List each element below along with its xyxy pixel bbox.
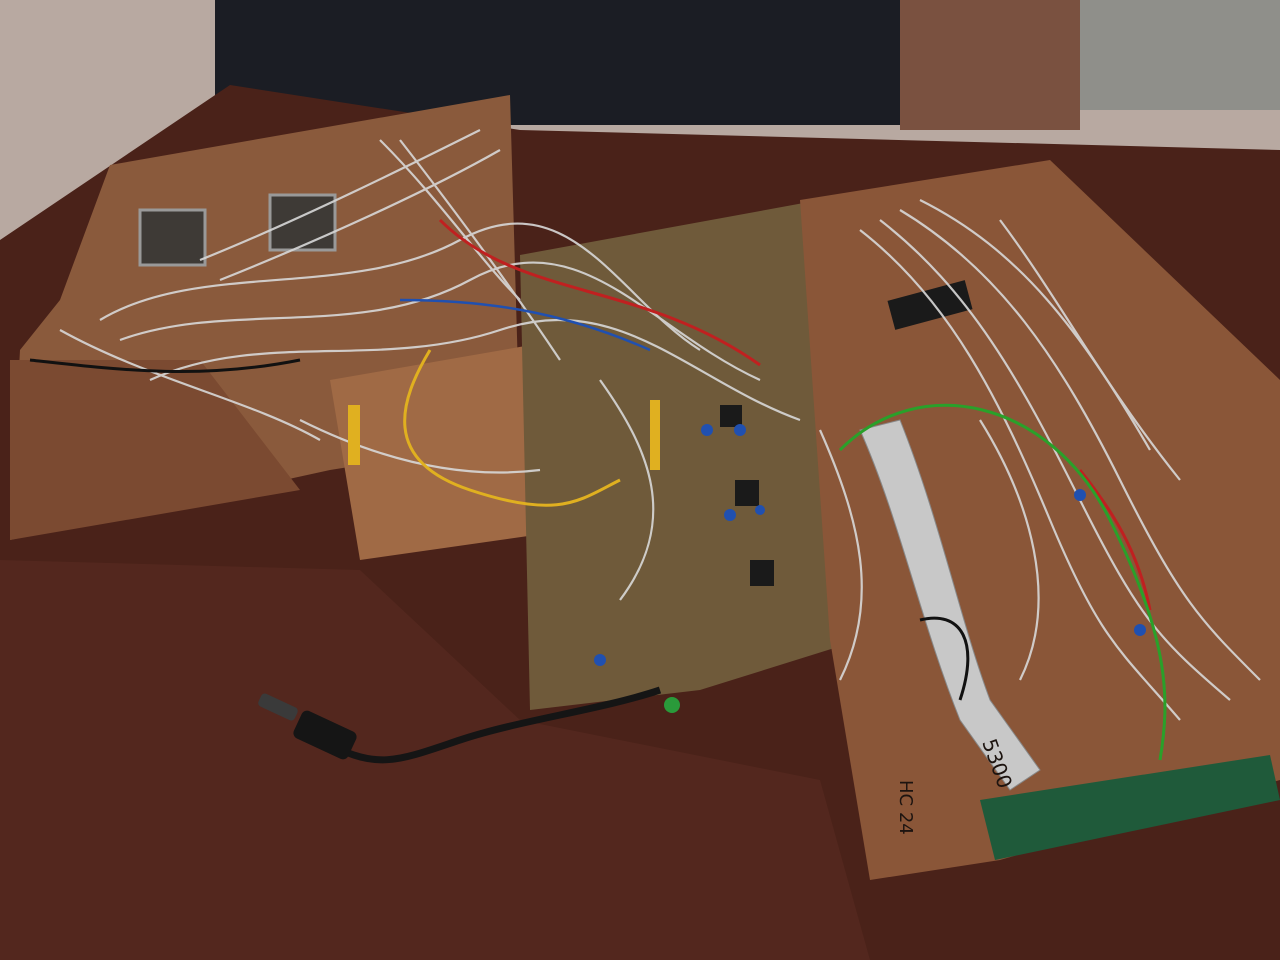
background-carpet bbox=[1080, 0, 1280, 110]
dip-chip-3 bbox=[720, 405, 742, 427]
white-wire-bundle bbox=[59, 129, 1261, 721]
pcb-board-center bbox=[520, 200, 860, 710]
blue-capacitors bbox=[594, 424, 1146, 666]
plcc-chip-2 bbox=[268, 193, 337, 252]
edge-connector bbox=[980, 755, 1280, 860]
pcb-board-right bbox=[800, 160, 1280, 880]
dip-chip-2 bbox=[750, 560, 774, 586]
blue-wire bbox=[399, 298, 651, 352]
dip-chip-large bbox=[887, 280, 973, 330]
handwritten-label-hc24: HC 24 bbox=[895, 780, 916, 835]
green-wire bbox=[838, 404, 1167, 761]
table-highlight bbox=[0, 560, 870, 960]
ribbon-cable bbox=[859, 419, 1041, 791]
black-wire-right bbox=[919, 616, 970, 701]
plcc-chip-1 bbox=[138, 208, 207, 267]
black-wire bbox=[29, 358, 301, 374]
dip-chip-1 bbox=[735, 480, 759, 506]
background-cabinet bbox=[900, 0, 1080, 130]
barrel-jack-plug bbox=[293, 710, 357, 760]
resistor-array-2 bbox=[650, 400, 660, 470]
barrel-jack-tip bbox=[258, 693, 298, 721]
pcb-board-left-edge bbox=[10, 360, 300, 540]
red-wire bbox=[438, 218, 761, 367]
green-led bbox=[664, 697, 680, 713]
resistor-array bbox=[348, 405, 360, 465]
power-cable bbox=[328, 686, 662, 764]
yellow-wire bbox=[403, 349, 621, 507]
red-wire-right bbox=[1078, 469, 1152, 611]
